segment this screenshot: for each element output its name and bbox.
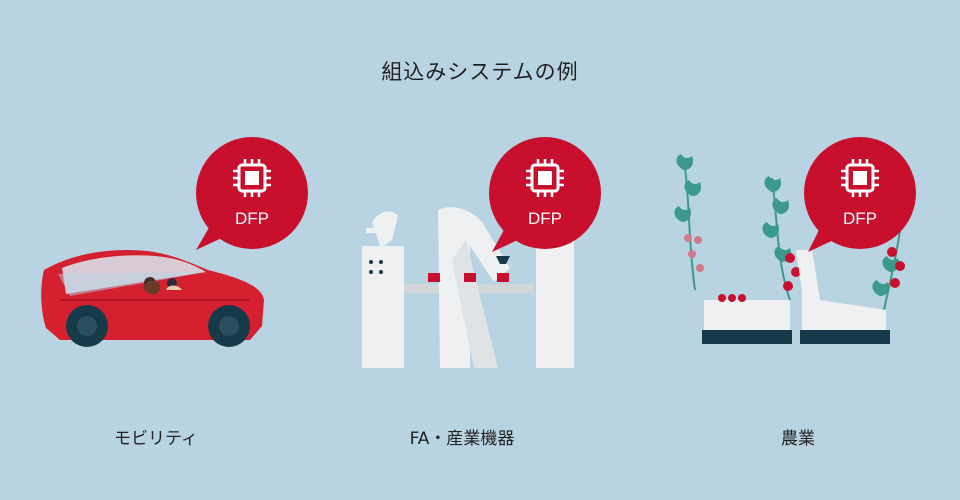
dfp-badge-mobility <box>196 137 308 250</box>
page-title: 組込みシステムの例 <box>381 60 579 84</box>
factory-illustration <box>362 207 574 368</box>
chip-label: DFP <box>528 209 562 228</box>
agriculture-illustration <box>674 154 905 344</box>
chip-label: DFP <box>843 209 877 228</box>
dfp-badge-fa <box>489 137 601 252</box>
caption-fa: FA・産業機器 <box>409 429 515 449</box>
chip-label: DFP <box>235 209 269 228</box>
dfp-badge-agriculture <box>804 137 916 252</box>
car-illustration <box>41 250 264 347</box>
caption-agriculture: 農業 <box>781 429 815 449</box>
caption-mobility: モビリティ <box>114 429 198 449</box>
